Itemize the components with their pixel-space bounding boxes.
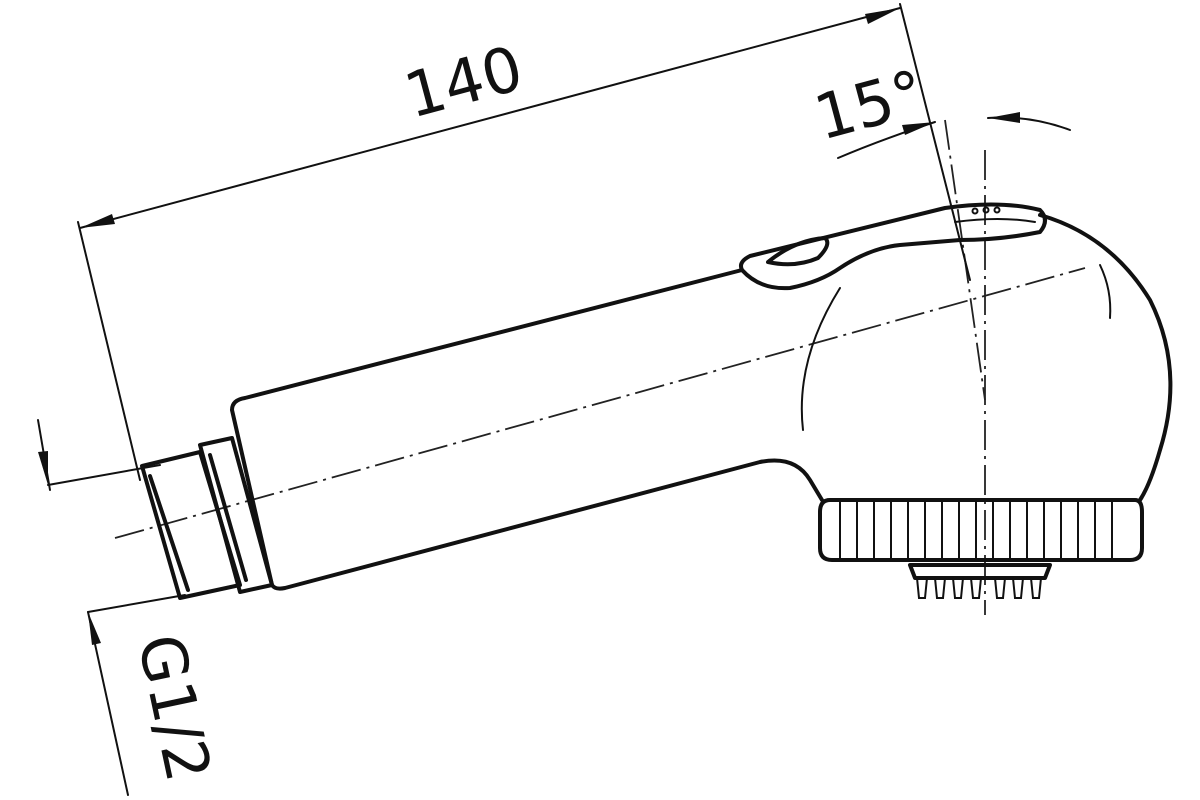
lever-hole xyxy=(971,207,979,215)
thread-arrow-lower xyxy=(88,612,101,645)
nozzle-tooth xyxy=(1030,577,1042,599)
thread-outline xyxy=(140,450,242,600)
arrow-head-right xyxy=(865,8,900,24)
nozzle-tooth xyxy=(994,577,1006,599)
thread-label: G1/2 xyxy=(123,628,225,788)
angle-dimension: 15° xyxy=(807,56,1071,159)
lever-edge xyxy=(954,218,1036,223)
angle-arrow-left xyxy=(902,122,935,135)
thread-dimension: G1/2 xyxy=(37,419,225,796)
lever-grip xyxy=(766,236,830,267)
head-rim-arc xyxy=(1099,264,1112,319)
ring-ribs xyxy=(839,501,1113,559)
thread-arrow-upper xyxy=(38,451,48,485)
thread-dim-lower xyxy=(87,594,186,613)
length-label: 140 xyxy=(397,31,530,132)
nozzle-tooth xyxy=(1012,577,1024,599)
nozzle-teeth xyxy=(916,577,1042,599)
spray-face-ring xyxy=(818,498,1144,562)
length-extension-left xyxy=(77,221,141,481)
angle-label: 15° xyxy=(807,56,932,155)
main-centerline xyxy=(114,267,1086,539)
arrow-head-left xyxy=(80,214,115,228)
nozzle-plate xyxy=(908,563,1052,580)
nozzle-tooth xyxy=(970,577,982,599)
thread-inner-line xyxy=(148,474,190,592)
lever-hole xyxy=(993,206,1001,214)
spray-head-body xyxy=(230,213,1173,591)
lever-hole xyxy=(982,206,990,214)
trigger-lever xyxy=(739,202,1047,291)
handle-outline xyxy=(230,268,824,591)
lever-outline xyxy=(739,202,1047,291)
length-extension-right xyxy=(899,3,971,281)
spray-nozzles xyxy=(908,563,1052,599)
head-inner-arc xyxy=(800,287,841,431)
ring-outline xyxy=(818,498,1144,562)
thread-dim-upper xyxy=(47,464,161,486)
head-outline xyxy=(1038,213,1173,502)
nut-inner-line xyxy=(208,453,248,582)
threaded-connector xyxy=(140,436,274,600)
nozzle-tooth xyxy=(952,577,964,599)
angle-arrow-right xyxy=(988,112,1020,123)
nozzle-tooth xyxy=(916,577,928,599)
nozzle-tooth xyxy=(934,577,946,599)
length-dim-line xyxy=(79,7,901,229)
